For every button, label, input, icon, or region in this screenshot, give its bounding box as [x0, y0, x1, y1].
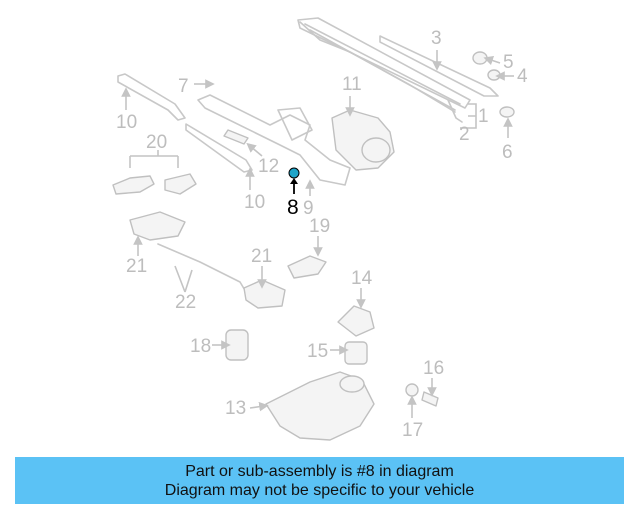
callout-11: 11 [342, 74, 362, 95]
callout-14: 14 [351, 268, 373, 289]
callout-21-right: 21 [251, 246, 272, 267]
caption-line-2: Diagram may not be specific to your vehi… [164, 481, 475, 499]
callout-22: 22 [175, 292, 196, 313]
callout-10-bottom: 10 [244, 192, 265, 213]
callout-leaders [121, 50, 514, 418]
callout-6: 6 [502, 142, 513, 163]
callout-9: 9 [303, 198, 314, 219]
washer-nozzle-19 [287, 255, 327, 279]
callout-4: 4 [517, 66, 528, 87]
callout-15: 15 [307, 341, 328, 362]
callout-3: 3 [431, 28, 442, 49]
washer-reservoir-13 [265, 371, 375, 441]
callout-21-left: 21 [126, 256, 147, 277]
callout-17: 17 [402, 420, 423, 441]
callout-5: 5 [503, 52, 514, 73]
callout-7: 7 [178, 76, 189, 97]
callout-18: 18 [190, 336, 211, 357]
callout-8: 8 [287, 196, 299, 219]
highlighted-part-8[interactable] [288, 167, 300, 194]
callout-labels: 3 5 4 1 2 6 7 10 11 20 12 10 8 9 19 21 2… [116, 28, 528, 441]
washer-hose [157, 243, 247, 293]
wiper-linkage [117, 73, 351, 186]
nozzle-bracket-left [129, 211, 186, 241]
callout-20: 20 [146, 132, 167, 153]
callout-1: 1 [478, 106, 489, 127]
callout-13: 13 [225, 398, 246, 419]
washer-pump-18 [225, 329, 249, 361]
nozzle-bracket-right [243, 279, 286, 309]
linkage-bushing [223, 129, 249, 145]
filler-cap-15 [344, 341, 368, 365]
level-sensor-16-17 [405, 383, 439, 407]
caption-line-1: Part or sub-assembly is #8 in diagram [185, 462, 454, 480]
wiper-motor [331, 109, 395, 171]
callout-2: 2 [459, 124, 470, 145]
wiper-arm-assembly [297, 17, 499, 123]
info-banner: Part or sub-assembly is #8 in diagram Di… [15, 457, 624, 504]
pump-seal-14 [337, 305, 375, 337]
callout-10-top: 10 [116, 112, 137, 133]
washer-nozzles [112, 173, 197, 195]
callout-12: 12 [258, 156, 279, 177]
callout-16: 16 [423, 358, 444, 379]
callout-19: 19 [309, 216, 330, 237]
